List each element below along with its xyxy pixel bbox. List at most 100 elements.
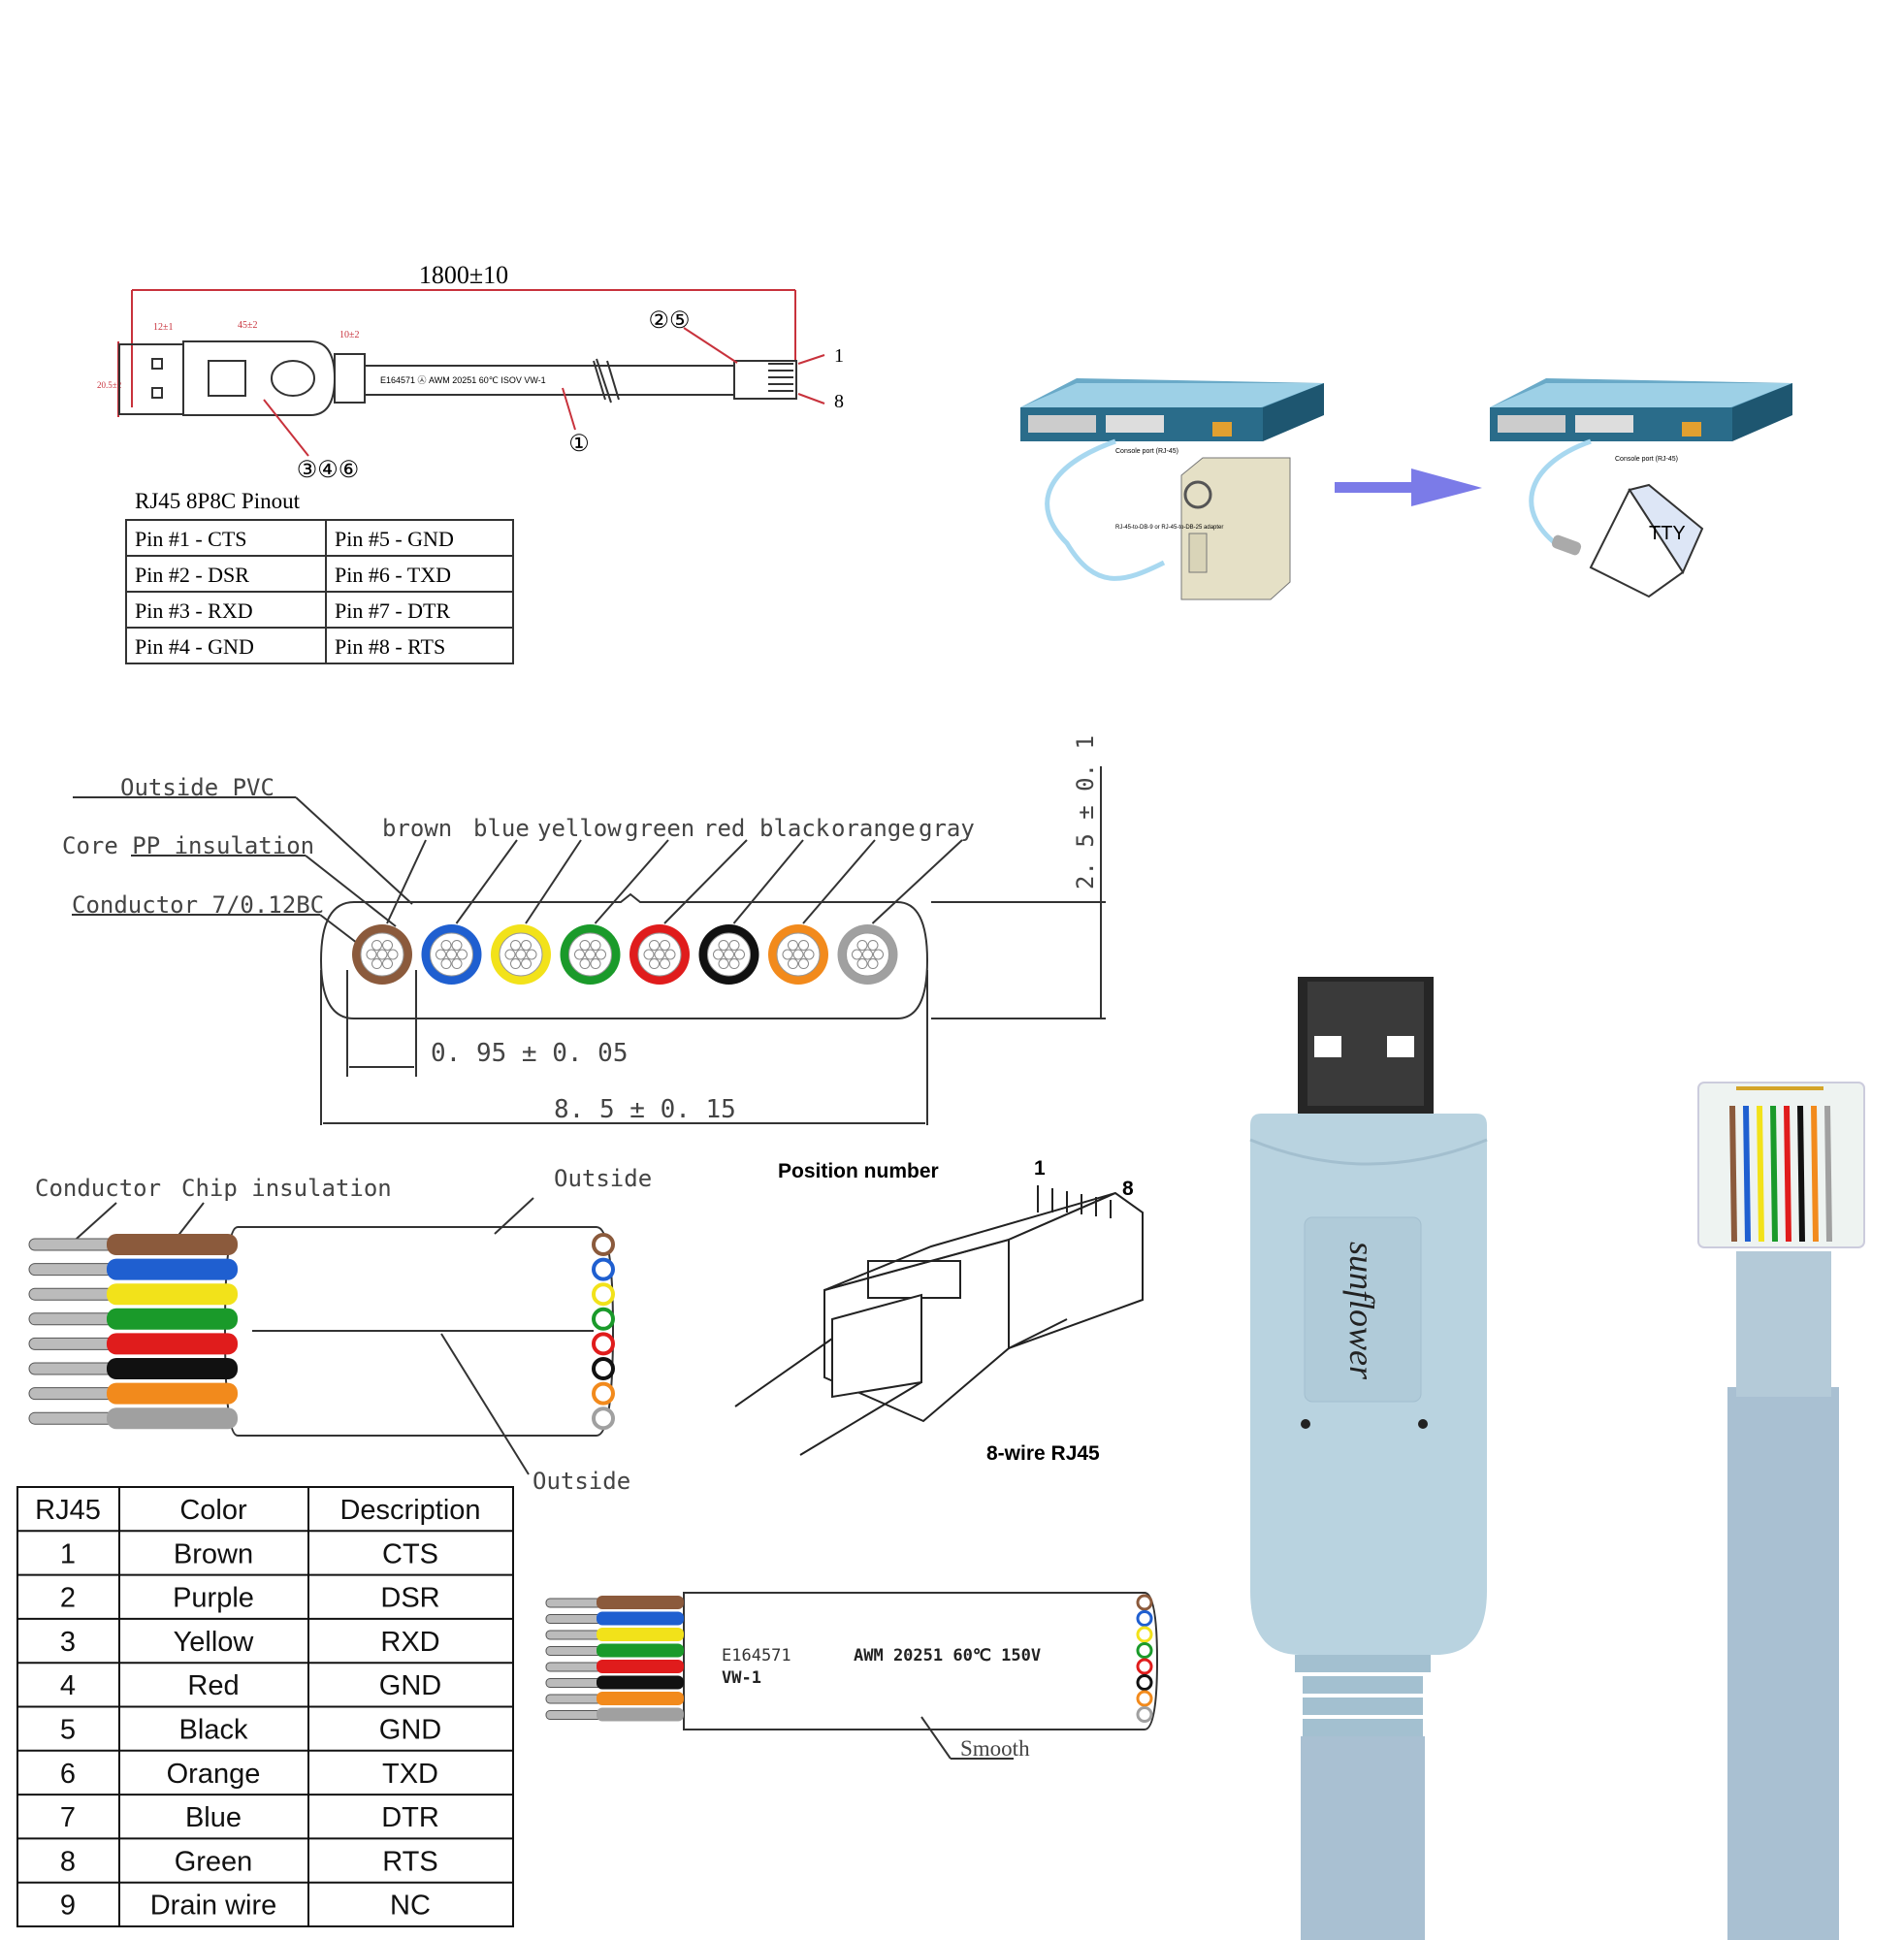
pinout-cell: Pin #7 - DTR (335, 598, 451, 623)
pinout-cell: Pin #4 - GND (135, 634, 254, 659)
chip-insulation-label: Chip insulation (181, 1175, 392, 1202)
tty-label: TTY (1649, 523, 1686, 544)
cable-cross-section: Outside PVC Core PP insulation Conductor… (62, 735, 1106, 1125)
router-left (1020, 378, 1324, 441)
table-cell: 7 (60, 1802, 76, 1833)
pinout-table: RJ45 8P8C Pinout Pin #1 - CTS Pin #5 - GN… (125, 489, 514, 664)
table-cell: Orange (167, 1759, 261, 1790)
pinout-cell: Pin #1 - CTS (135, 527, 247, 551)
table-cell: GND (379, 1715, 441, 1746)
dim-label: 10±2 (339, 330, 360, 340)
dim-label: 45±2 (238, 320, 258, 331)
table-cell: Brown (174, 1538, 253, 1569)
table-cell: RXD (380, 1627, 439, 1658)
console-cable (1045, 438, 1166, 581)
product-photo: sunflower (1249, 977, 1865, 1940)
wire-label-green: green (625, 815, 694, 842)
wire-label-blue: blue (473, 815, 530, 842)
pinout-cell: Pin #8 - RTS (335, 634, 445, 659)
wire-label-orange: orange (831, 815, 916, 842)
pinout-title: RJ45 8P8C Pinout (135, 489, 301, 513)
dim-label: 12±1 (153, 322, 174, 333)
wire-label-red: red (703, 815, 745, 842)
ribbon-wire-red (107, 1333, 238, 1355)
position-number-label: Position number (778, 1160, 939, 1182)
table-cell: 9 (60, 1891, 76, 1922)
ribbon-cable-side-view: Conductor Chip insulation Outside Outsid… (28, 1165, 652, 1495)
rj45-boot (1736, 1251, 1831, 1397)
table-cell: Yellow (174, 1627, 255, 1658)
pinout-cell: Pin #2 - DSR (135, 563, 249, 587)
ribbon-wire-green (107, 1308, 238, 1330)
rj45-plug-outline (733, 360, 797, 400)
pitch-dimension: 0. 95 ± 0. 05 (431, 1039, 629, 1068)
table-cell: 5 (60, 1715, 76, 1746)
flat-cable-print-view: E164571 AWM 20251 60℃ 150V VW-1 Smooth (545, 1592, 1159, 1761)
rj45-clear-plug (1697, 1082, 1865, 1248)
ribbon-wire-yellow (107, 1283, 238, 1306)
conductor-label: Conductor (35, 1175, 161, 1202)
table-cell: 8 (60, 1846, 76, 1877)
width-dimension: 8. 5 ± 0. 15 (554, 1095, 736, 1124)
pin-1-marker: 1 (834, 345, 844, 367)
usb-adapter-icon (1551, 534, 1582, 556)
pin-8-label: 8 (1122, 1178, 1134, 1200)
adapter-label: RJ-45-to-DB-9 or RJ-45-to-DB-25 adapter (1115, 525, 1223, 531)
ribbon-wire-brown (107, 1234, 238, 1255)
table-cell: Blue (185, 1802, 242, 1833)
ribbon-wire-blue (107, 1258, 238, 1280)
pin-8-marker: 8 (834, 391, 844, 412)
cable-print-line3: VW-1 (722, 1668, 761, 1688)
usb-body-outline (182, 340, 337, 416)
callout-2-5: ②⑤ (648, 308, 690, 334)
usb-plug-outline (118, 343, 184, 415)
table-cell: 3 (60, 1627, 76, 1658)
pin-1-label: 1 (1034, 1157, 1046, 1180)
table-cell: Green (175, 1846, 253, 1877)
length-label: 1800±10 (419, 261, 508, 289)
ribbon-wire-orange (107, 1382, 238, 1405)
table-cell: Purple (173, 1583, 254, 1614)
height-dimension: 2. 5 ± 0. 1 (1072, 735, 1099, 889)
table-header: Color (179, 1495, 247, 1526)
rj45-line-sketch: Position number 1 8 8-wire RJ45 (734, 1157, 1144, 1465)
ribbon-wire-gray (107, 1407, 238, 1430)
table-cell: NC (390, 1891, 431, 1922)
dim-label: 20.5±2 (97, 380, 121, 390)
usb-cable (1301, 1746, 1425, 1940)
table-cell: Red (187, 1670, 239, 1701)
cable-print-line2: AWM 20251 60℃ 150V (854, 1646, 1041, 1665)
table-cell: DTR (381, 1802, 439, 1833)
pinout-cell: Pin #5 - GND (335, 527, 454, 551)
callout-1: ① (568, 432, 590, 457)
table-cell: 6 (60, 1759, 76, 1790)
usb-symbol-icon (208, 360, 246, 397)
cable-technical-drawing: 1800±10 12±1 45±2 10±2 20.5±2 E164571 ㉦ … (97, 261, 844, 483)
wire-label-yellow: yellow (537, 815, 622, 842)
console-port-label-2: Console port (RJ-45) (1615, 456, 1678, 463)
laptop-icon: TTY (1589, 483, 1704, 598)
outside-label-top: Outside (554, 1165, 652, 1192)
ribbon-wire-black (107, 1358, 238, 1379)
brand-logo: sunflower (1342, 1242, 1381, 1380)
table-cell: DSR (380, 1583, 439, 1614)
table-cell: RTS (382, 1846, 437, 1877)
table-cell: Drain wire (150, 1891, 277, 1922)
rj45-cable (1727, 1387, 1839, 1940)
table-cell: 4 (60, 1670, 76, 1701)
pinout-cell: Pin #6 - TXD (335, 563, 451, 587)
pc-tower-icon (1180, 457, 1291, 600)
cable-print: E164571 ㉦ AWM 20251 60℃ ISOV VW-1 (380, 375, 546, 385)
smooth-label: Smooth (960, 1736, 1030, 1761)
wire-label-black: black (759, 815, 830, 842)
table-header: RJ45 (35, 1495, 101, 1526)
table-cell: Black (179, 1715, 248, 1746)
outside-label-bottom: Outside (532, 1468, 630, 1495)
callout-3-4-6: ③④⑥ (297, 458, 360, 483)
table-cell: 1 (60, 1538, 76, 1569)
wire-label-gray: gray (919, 815, 975, 842)
router-right (1490, 378, 1792, 441)
